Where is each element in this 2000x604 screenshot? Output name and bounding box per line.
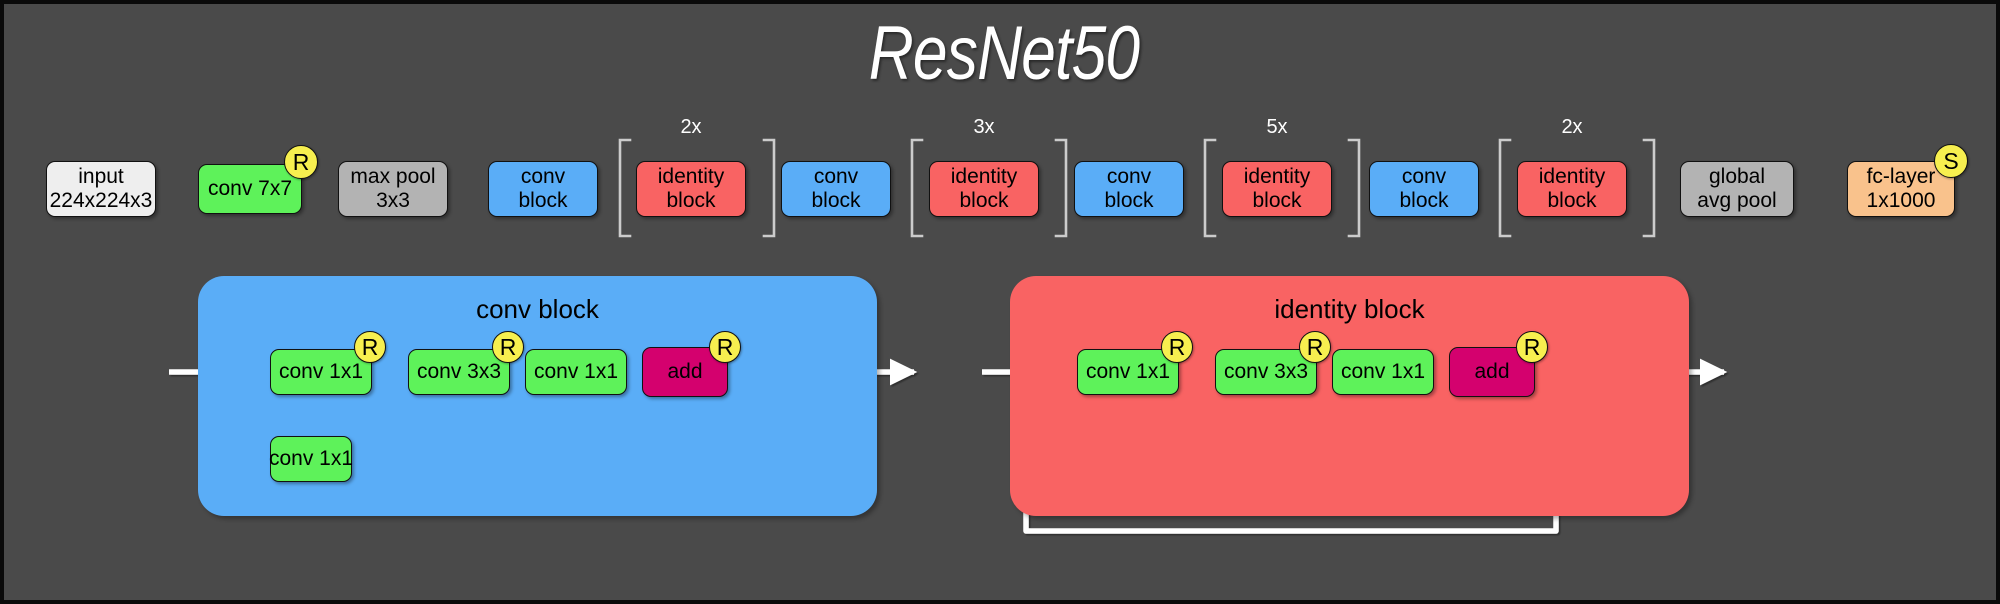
node-label: conv 1x1 bbox=[268, 447, 354, 471]
node-label-line2: block bbox=[1104, 189, 1154, 212]
node-label: add bbox=[667, 360, 703, 384]
node-label: conv 1x1 bbox=[533, 360, 619, 384]
relu-badge-icon: R bbox=[354, 331, 386, 363]
pipeline-node-identity-block-4[interactable]: identity block bbox=[1517, 161, 1627, 217]
node-label-line1: conv bbox=[1106, 165, 1152, 189]
node-label-line2: block bbox=[518, 189, 568, 212]
pipeline-node-identity-block-1[interactable]: identity block bbox=[636, 161, 746, 217]
node-label: conv 3x3 bbox=[416, 360, 502, 384]
node-label-line2: 224x224x3 bbox=[49, 189, 153, 212]
node-label-line1: conv bbox=[813, 165, 859, 189]
pipeline-node-input[interactable]: input 224x224x3 bbox=[46, 161, 156, 217]
node-label-line2: block bbox=[1547, 189, 1597, 212]
node-label-line1: conv bbox=[520, 165, 566, 189]
node-label-line1: fc-layer bbox=[1866, 165, 1936, 189]
node-label-line2: block bbox=[666, 189, 716, 212]
node-label-line2: block bbox=[1399, 189, 1449, 212]
identity-block-conv-1x1-a[interactable]: conv 1x1 bbox=[1077, 349, 1179, 395]
conv-block-panel-title: conv block bbox=[476, 294, 599, 324]
node-label-line1: conv bbox=[1401, 165, 1447, 189]
identity-block-panel-title: identity block bbox=[1274, 294, 1425, 324]
pipeline-node-global-avg-pool[interactable]: global avg pool bbox=[1680, 161, 1794, 217]
node-label-line1: global bbox=[1708, 165, 1766, 189]
conv-block-shortcut-conv-1x1[interactable]: conv 1x1 bbox=[268, 436, 354, 482]
identity-block-panel: identity block bbox=[1010, 276, 1689, 516]
conv-block-add[interactable]: add bbox=[642, 347, 728, 397]
pipeline-node-identity-block-3[interactable]: identity block bbox=[1222, 161, 1332, 217]
node-label-line1: conv 7x7 bbox=[207, 177, 293, 201]
relu-badge-icon: R bbox=[492, 331, 524, 363]
node-label-line2: avg pool bbox=[1697, 189, 1777, 212]
node-label-line1: max pool bbox=[350, 165, 436, 189]
softmax-badge-icon: S bbox=[1934, 144, 1968, 178]
node-label-line1: identity bbox=[1243, 165, 1311, 189]
identity-block-conv-3x3[interactable]: conv 3x3 bbox=[1215, 349, 1317, 395]
conv-block-conv-1x1-b[interactable]: conv 1x1 bbox=[525, 349, 627, 395]
node-label-line1: identity bbox=[1538, 165, 1606, 189]
pipeline-node-identity-block-2[interactable]: identity block bbox=[929, 161, 1039, 217]
node-label-line2: block bbox=[811, 189, 861, 212]
repeat-count-2: 3x bbox=[973, 116, 995, 138]
node-label: add bbox=[1474, 360, 1510, 384]
repeat-count-3: 5x bbox=[1266, 116, 1288, 138]
node-label-line2: block bbox=[959, 189, 1009, 212]
pipeline-node-conv-block-1[interactable]: conv block bbox=[488, 161, 598, 217]
node-label: conv 1x1 bbox=[1340, 360, 1426, 384]
identity-block-conv-1x1-b[interactable]: conv 1x1 bbox=[1332, 349, 1434, 395]
conv-block-conv-3x3[interactable]: conv 3x3 bbox=[408, 349, 510, 395]
node-label-line2: 3x3 bbox=[376, 189, 410, 212]
pipeline-node-conv-block-4[interactable]: conv block bbox=[1369, 161, 1479, 217]
node-label-line1: input bbox=[78, 165, 124, 189]
pipeline-node-maxpool[interactable]: max pool 3x3 bbox=[338, 161, 448, 217]
node-label-line2: block bbox=[1252, 189, 1302, 212]
relu-badge-icon: R bbox=[284, 145, 318, 179]
repeat-count-4: 2x bbox=[1561, 116, 1583, 138]
node-label-line1: identity bbox=[950, 165, 1018, 189]
repeat-count-1: 2x bbox=[680, 116, 702, 138]
pipeline-node-conv7x7[interactable]: conv 7x7 bbox=[198, 164, 302, 214]
relu-badge-icon: R bbox=[709, 331, 741, 363]
relu-badge-icon: R bbox=[1516, 331, 1548, 363]
pipeline-node-conv-block-3[interactable]: conv block bbox=[1074, 161, 1184, 217]
node-label: conv 3x3 bbox=[1223, 360, 1309, 384]
node-label: conv 1x1 bbox=[1085, 360, 1171, 384]
relu-badge-icon: R bbox=[1161, 331, 1193, 363]
pipeline-node-conv-block-2[interactable]: conv block bbox=[781, 161, 891, 217]
node-label-line1: identity bbox=[657, 165, 725, 189]
page-title: ResNet50 bbox=[868, 11, 1140, 96]
relu-badge-icon: R bbox=[1299, 331, 1331, 363]
node-label-line2: 1x1000 bbox=[1866, 189, 1936, 212]
node-label: conv 1x1 bbox=[278, 360, 364, 384]
conv-block-conv-1x1-a[interactable]: conv 1x1 bbox=[270, 349, 372, 395]
